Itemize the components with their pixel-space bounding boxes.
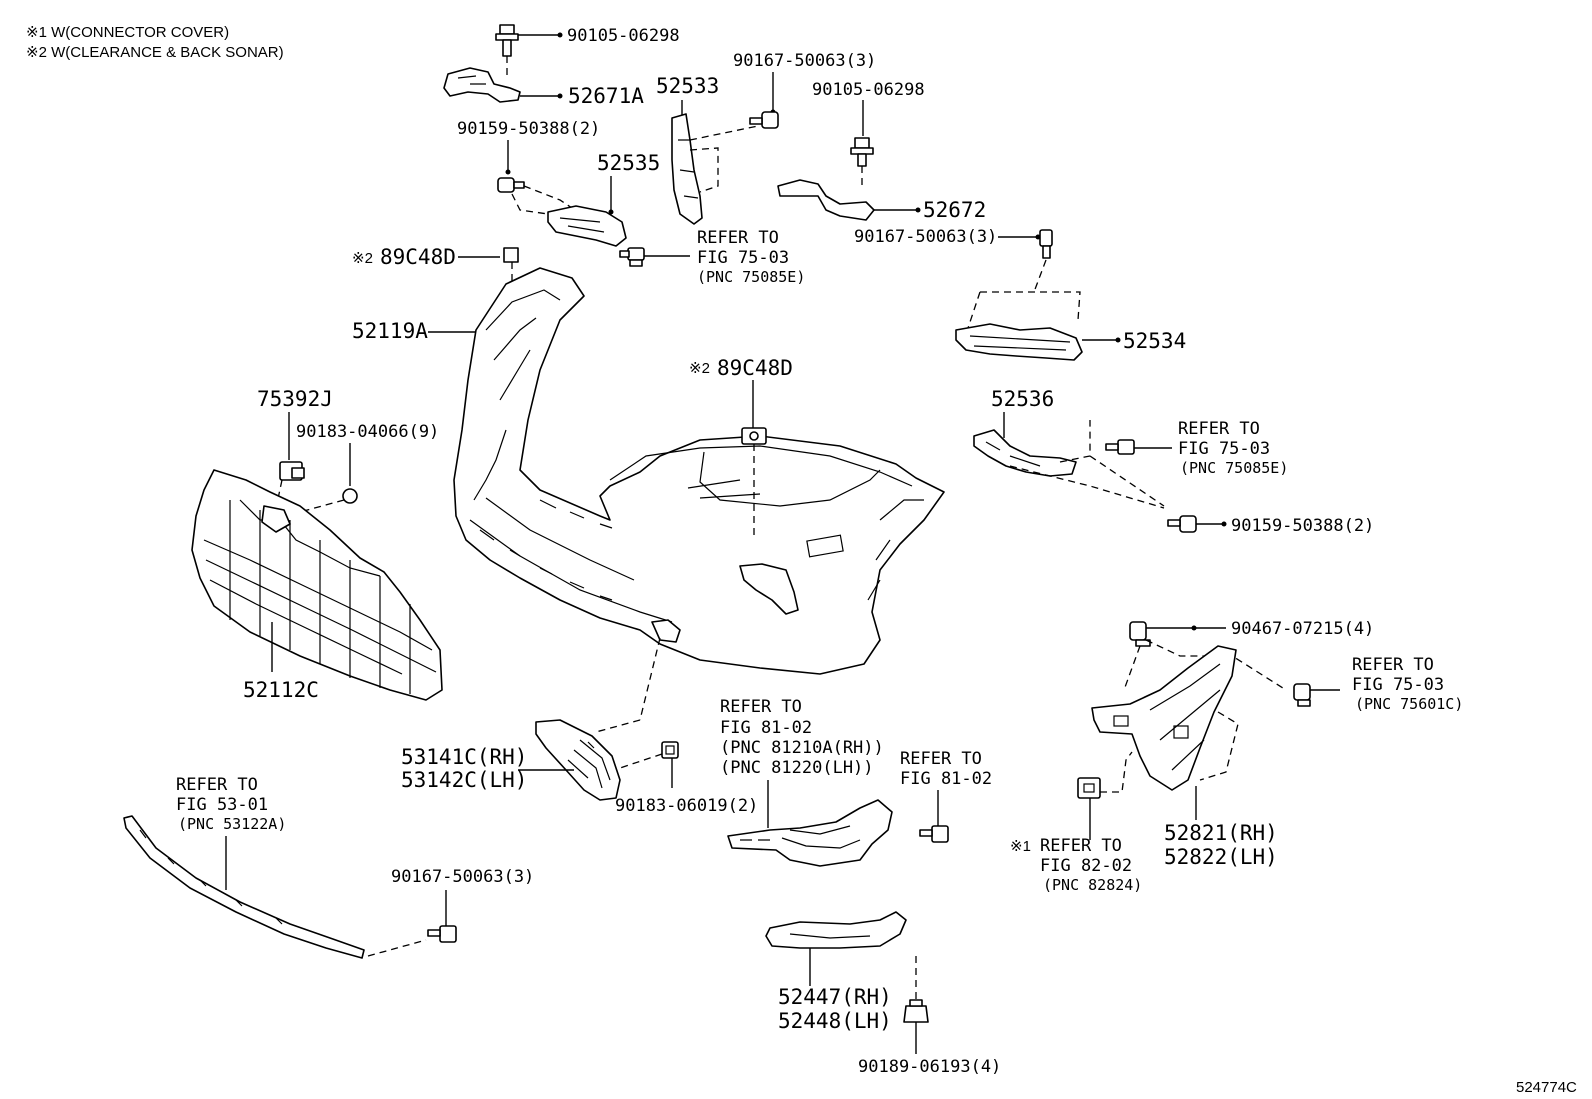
refer-1-line3[interactable]: (PNC 75085E) — [697, 268, 805, 286]
label-52534[interactable]: 52534 — [1123, 329, 1186, 353]
bracket-52536-drawing — [973, 429, 1077, 477]
label-53142C[interactable]: 53142C(LH) — [401, 768, 527, 792]
grille-52112C-drawing — [191, 469, 443, 701]
sensor-89C48D-a-drawing — [503, 247, 519, 263]
bolt-90167-b-drawing — [1039, 229, 1053, 259]
clip-75392J-drawing — [279, 461, 305, 481]
label-52672[interactable]: 52672 — [923, 198, 986, 222]
refer-4-line2[interactable]: FIG 81-02 — [720, 718, 812, 738]
refer-6-mark: ※1 — [1010, 838, 1031, 855]
label-53141C[interactable]: 53141C(RH) — [401, 745, 527, 769]
connector-cover-drawing — [1077, 777, 1101, 799]
label-89C48D-b[interactable]: 89C48D — [717, 356, 793, 380]
refer-5-line2[interactable]: FIG 81-02 — [900, 769, 992, 789]
refer-7-line1[interactable]: REFER TO — [176, 775, 258, 795]
label-52533[interactable]: 52533 — [656, 74, 719, 98]
bracket-52534-drawing — [955, 323, 1083, 361]
bolt-ref-d-drawing — [919, 825, 949, 843]
bolt-90159-a-drawing — [497, 177, 525, 193]
bolt-90167-a-drawing — [749, 111, 779, 129]
legend-note-2: ※2 W(CLEARANCE & BACK SONAR) — [26, 44, 284, 61]
bumper-cover-52119A-drawing — [453, 267, 945, 675]
refer-6-line1[interactable]: REFER TO — [1040, 836, 1122, 856]
clip-90189-drawing — [903, 999, 929, 1023]
label-90167-50063-c[interactable]: 90167-50063(3) — [391, 867, 534, 887]
bolt-90159-b-drawing — [1167, 515, 1197, 533]
label-90467-07215[interactable]: 90467-07215(4) — [1231, 619, 1374, 639]
refer-7-line2[interactable]: FIG 53-01 — [176, 795, 268, 815]
label-52671A[interactable]: 52671A — [568, 84, 644, 108]
bolt-90105-a-drawing — [495, 24, 519, 57]
bracket-52671A-drawing — [443, 67, 521, 103]
fog-lamp-drawing — [727, 799, 893, 867]
label-90183-06019[interactable]: 90183-06019(2) — [615, 796, 758, 816]
mark-89C48D-a: ※2 — [352, 250, 373, 267]
refer-2-line3[interactable]: (PNC 75085E) — [1180, 459, 1288, 477]
refer-3-line3[interactable]: (PNC 75601C) — [1355, 695, 1463, 713]
refer-1-line2[interactable]: FIG 75-03 — [697, 248, 789, 268]
refer-7-line3[interactable]: (PNC 53122A) — [178, 815, 286, 833]
bolt-ref-b-drawing — [1105, 439, 1135, 455]
label-52536[interactable]: 52536 — [991, 387, 1054, 411]
refer-4-line3[interactable]: (PNC 81210A(RH)) — [720, 738, 884, 758]
clip-90467-drawing — [1129, 621, 1151, 647]
label-90159-50388-b[interactable]: 90159-50388(2) — [1231, 516, 1374, 536]
refer-2-line2[interactable]: FIG 75-03 — [1178, 439, 1270, 459]
label-52822[interactable]: 52822(LH) — [1164, 845, 1278, 869]
label-89C48D-a[interactable]: 89C48D — [380, 245, 456, 269]
label-90167-50063-a[interactable]: 90167-50063(3) — [733, 51, 876, 71]
lower-molding-drawing — [123, 815, 365, 959]
refer-1-line1[interactable]: REFER TO — [697, 228, 779, 248]
label-90105-06298-b[interactable]: 90105-06298 — [812, 80, 925, 100]
label-90189-06193[interactable]: 90189-06193(4) — [858, 1057, 1001, 1077]
clip-90183-a-drawing — [342, 488, 358, 504]
bracket-52533-drawing — [671, 113, 703, 225]
label-90183-04066[interactable]: 90183-04066(9) — [296, 422, 439, 442]
label-52112C[interactable]: 52112C — [243, 678, 319, 702]
bumper-bracket-52821-drawing — [1091, 645, 1237, 791]
bracket-52672-drawing — [777, 179, 875, 221]
label-90167-50063-b[interactable]: 90167-50063(3) — [854, 227, 997, 247]
refer-3-line2[interactable]: FIG 75-03 — [1352, 675, 1444, 695]
bolt-90167-c-drawing — [427, 925, 457, 943]
refer-5-line1[interactable]: REFER TO — [900, 749, 982, 769]
bolt-ref-a-drawing — [619, 247, 645, 267]
label-52119A[interactable]: 52119A — [352, 319, 428, 343]
refer-4-line1[interactable]: REFER TO — [720, 697, 802, 717]
bolt-90105-b-drawing — [850, 137, 874, 167]
fog-bezel-53141C-drawing — [535, 719, 621, 801]
molding-52447-drawing — [765, 911, 907, 949]
label-52448[interactable]: 52448(LH) — [778, 1009, 892, 1033]
refer-4-line4[interactable]: (PNC 81220(LH)) — [720, 758, 874, 778]
label-90159-50388-a[interactable]: 90159-50388(2) — [457, 119, 600, 139]
mark-89C48D-b: ※2 — [689, 360, 710, 377]
refer-6-line2[interactable]: FIG 82-02 — [1040, 856, 1132, 876]
bracket-52535-drawing — [547, 205, 627, 247]
refer-2-line1[interactable]: REFER TO — [1178, 419, 1260, 439]
refer-6-line3[interactable]: (PNC 82824) — [1043, 876, 1142, 894]
sensor-89C48D-b-drawing — [741, 427, 767, 445]
label-52821[interactable]: 52821(RH) — [1164, 821, 1278, 845]
clip-ref-c-drawing — [1293, 683, 1311, 707]
label-75392J[interactable]: 75392J — [257, 387, 333, 411]
legend-note-1: ※1 W(CONNECTOR COVER) — [26, 24, 229, 41]
clip-90183-b-drawing — [661, 741, 679, 759]
label-52535[interactable]: 52535 — [597, 151, 660, 175]
label-90105-06298-a[interactable]: 90105-06298 — [567, 26, 680, 46]
figure-id: 524774C — [1516, 1079, 1577, 1096]
refer-3-line1[interactable]: REFER TO — [1352, 655, 1434, 675]
label-52447[interactable]: 52447(RH) — [778, 985, 892, 1009]
